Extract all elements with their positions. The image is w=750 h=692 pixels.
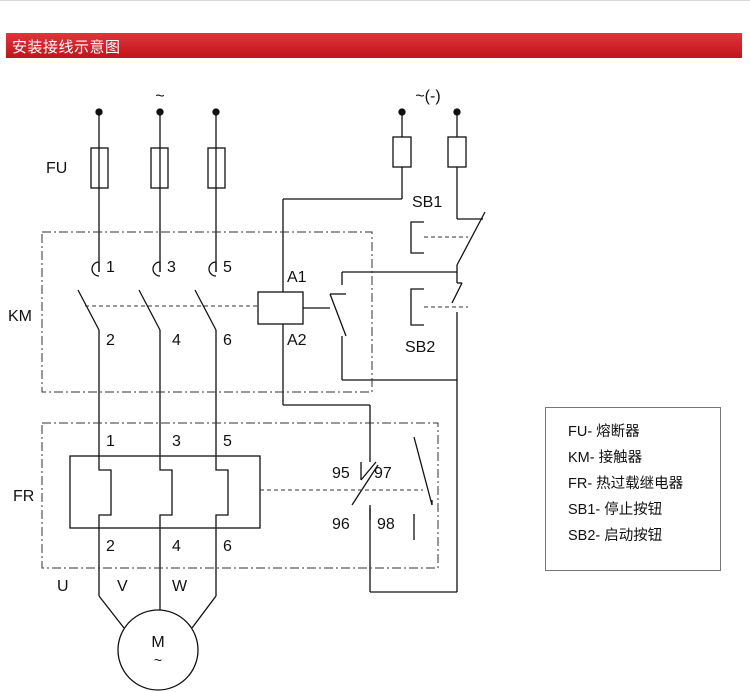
fr-contact-95: 95 (332, 465, 350, 482)
motor-phase-v: V (117, 578, 128, 595)
page-title: 安装接线示意图 (12, 38, 121, 56)
fuse-symbols (90, 136, 467, 189)
start-button-label: SB2 (405, 339, 435, 356)
fr-terminal-5: 5 (223, 433, 232, 450)
overload-label: FR (13, 488, 34, 505)
header-banner: 安装接线示意图 (6, 33, 742, 58)
motor-phase-u: U (57, 578, 69, 595)
fr-terminal-2: 2 (106, 538, 115, 555)
motor-phase-w: W (172, 578, 188, 595)
motor-ac-symbol: ~ (154, 652, 162, 668)
control-circuit-wires (282, 112, 486, 593)
fr-terminal-6: 6 (223, 538, 232, 555)
overload-fr-boundary (41, 422, 439, 569)
contactor-coil (257, 291, 304, 325)
motor-label: M (151, 634, 164, 651)
contactor-label: KM (8, 308, 32, 325)
coil-terminal-a2: A2 (287, 332, 307, 349)
km-terminal-4: 4 (172, 332, 181, 349)
top-divider (0, 0, 750, 1)
fr-terminal-3: 3 (172, 433, 181, 450)
phase-l2-wire (138, 112, 161, 470)
fr-contact-97: 97 (374, 465, 392, 482)
km-terminal-1: 1 (106, 259, 115, 276)
stop-button-label: SB1 (412, 194, 442, 211)
phase-l1-wire (77, 112, 100, 470)
fuse-label: FU (46, 160, 67, 177)
legend-list: FU- 熔断器 KM- 接触器 FR- 热过载继电器 SB1- 停止按钮 SB2… (546, 408, 720, 552)
push-button-actuators (410, 221, 424, 326)
fr-contact-96: 96 (332, 516, 350, 533)
fr-contact-98: 98 (377, 516, 395, 533)
legend-item-sb1: SB1- 停止按钮 (568, 502, 663, 518)
legend-item-sb2: SB2- 启动按钮 (568, 528, 663, 544)
fr-terminal-4: 4 (172, 538, 181, 555)
legend-item-km: KM- 接触器 (568, 450, 643, 466)
km-terminal-2: 2 (106, 332, 115, 349)
overload-heaters (69, 455, 261, 596)
km-terminal-6: 6 (223, 332, 232, 349)
km-terminal-5: 5 (223, 259, 232, 276)
legend-item-fr: FR- 热过载继电器 (568, 476, 684, 492)
main-supply-label: ~ (155, 88, 164, 105)
phase-l3-wire (194, 112, 217, 470)
control-supply-label: ~(-) (415, 88, 440, 105)
supply-terminal-dots (95, 108, 461, 116)
coil-terminal-a1: A1 (287, 269, 307, 286)
fr-terminal-1: 1 (106, 433, 115, 450)
motor-symbol (98, 595, 217, 691)
km-terminal-3: 3 (167, 259, 176, 276)
contactor-km-boundary (41, 231, 373, 393)
legend-item-fu: FU- 熔断器 (568, 424, 640, 440)
legend-box: FU- 熔断器 KM- 接触器 FR- 热过载继电器 SB1- 停止按钮 SB2… (545, 407, 721, 571)
